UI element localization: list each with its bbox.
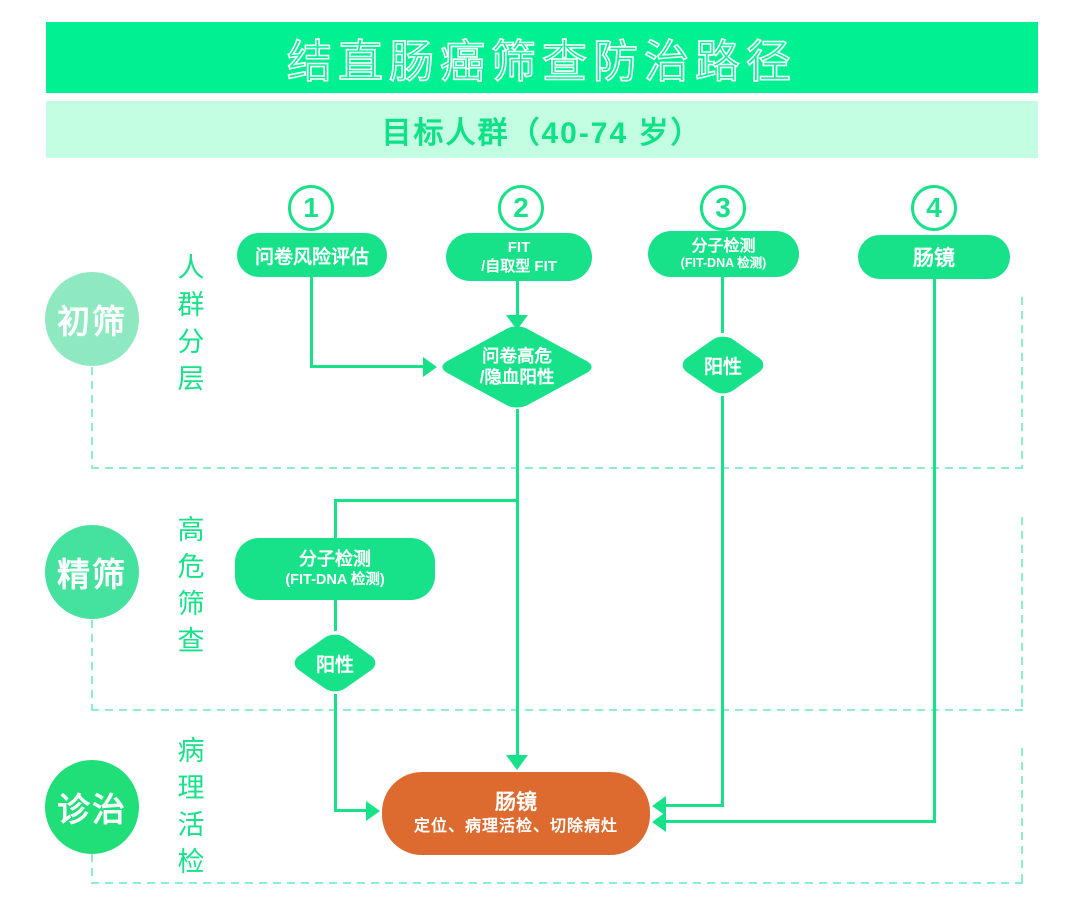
arrowhead-into-decision-left	[423, 357, 437, 377]
section1-dashed-left	[91, 367, 93, 468]
section2-dashed-right	[1021, 517, 1023, 710]
arrowhead-into-treatment-top	[506, 755, 528, 770]
molecular-positive-label: 阳性	[703, 356, 742, 378]
pill-colonoscopy-label: 肠镜	[913, 247, 955, 270]
side-label-population-stratification: 人群分层	[177, 253, 205, 394]
section1-dashed-right	[1021, 297, 1023, 468]
connector-questionnaire-right	[310, 365, 423, 368]
title-banner: 结直肠癌筛查防治路径	[46, 22, 1038, 93]
treatment-box: 肠镜 定位、病理活检、切除病灶	[382, 772, 650, 855]
step-3-badge: 3	[700, 185, 746, 231]
section3-dashed-bottom	[91, 882, 1023, 884]
connector-branch-down	[334, 499, 337, 539]
pill-refine-line2: (FIT-DNA 检测)	[285, 572, 385, 588]
connector-refine-to-treatment	[334, 809, 368, 812]
connector-molecular-to-treatment	[665, 804, 724, 807]
connector-molecular-down	[721, 271, 724, 333]
step-4-badge: 4	[911, 185, 957, 231]
connector-decision-to-treatment	[516, 409, 519, 757]
section1-dashed-bottom	[91, 467, 1023, 469]
section3-dashed-right	[1021, 748, 1023, 883]
pill-molecular-test-line1: 分子检测	[691, 238, 756, 255]
section2-dashed-left	[91, 620, 93, 711]
section2-dashed-bottom	[91, 709, 1023, 711]
treatment-subtitle: 定位、病理活检、切除病灶	[413, 818, 618, 835]
decision-line1: 问卷高危	[482, 346, 552, 366]
stage-badge-refined-screening: 精筛	[45, 525, 139, 619]
arrowhead-into-treatment-right-upper	[652, 796, 666, 816]
target-population-banner: 目标人群（40-74 岁）	[46, 101, 1038, 158]
decision-refine-positive: 阳性	[288, 630, 382, 696]
connector-questionnaire-down	[310, 275, 313, 367]
pill-molecular-test: 分子检测 (FIT-DNA 检测)	[648, 231, 799, 277]
connector-colonoscopy-down	[933, 277, 936, 823]
decision-questionnaire-high-risk: 问卷高危 /隐血阳性	[436, 323, 598, 411]
arrowhead-into-treatment-right-lower	[652, 812, 666, 832]
section3-dashed-left	[91, 854, 93, 884]
pill-molecular-test-line2: (FIT-DNA 检测)	[680, 256, 767, 270]
pill-questionnaire-risk-label: 问卷风险评估	[254, 246, 369, 268]
connector-refine-positive-down	[334, 694, 337, 812]
connector-molecular-positive-down	[721, 396, 724, 807]
page-title: 结直肠癌筛查防治路径	[286, 35, 797, 88]
side-label-pathology-biopsy: 病理活检	[177, 736, 205, 877]
step-2-badge: 2	[498, 185, 544, 231]
pill-refine-line1: 分子检测	[299, 549, 371, 569]
side-label-high-risk-screening: 高危筛查	[177, 515, 205, 656]
pill-colonoscopy: 肠镜	[858, 235, 1010, 279]
connector-fit-down	[516, 279, 519, 317]
connector-colonoscopy-to-treatment	[665, 820, 936, 823]
treatment-title: 肠镜	[495, 791, 537, 814]
stage-badge-initial-screening: 初筛	[45, 272, 139, 366]
connector-refine-pill-down	[334, 598, 337, 631]
decision-molecular-positive: 阳性	[676, 332, 770, 398]
pill-questionnaire-risk: 问卷风险评估	[237, 233, 387, 277]
refine-positive-label: 阳性	[315, 654, 354, 676]
target-population-label: 目标人群（40-74 岁）	[381, 116, 703, 150]
pill-fit: FIT /自取型 FIT	[446, 233, 592, 281]
step-1-badge: 1	[288, 185, 334, 231]
connector-branch-left	[334, 499, 519, 502]
arrowhead-into-treatment-left	[366, 801, 380, 821]
decision-line2: /隐血阳性	[479, 367, 555, 387]
pill-refine-molecular-test: 分子检测 (FIT-DNA 检测)	[235, 538, 435, 600]
pill-fit-line1: FIT	[507, 239, 531, 256]
pill-fit-line2: /自取型 FIT	[481, 258, 557, 275]
stage-badge-diagnosis-treatment: 诊治	[45, 760, 139, 854]
